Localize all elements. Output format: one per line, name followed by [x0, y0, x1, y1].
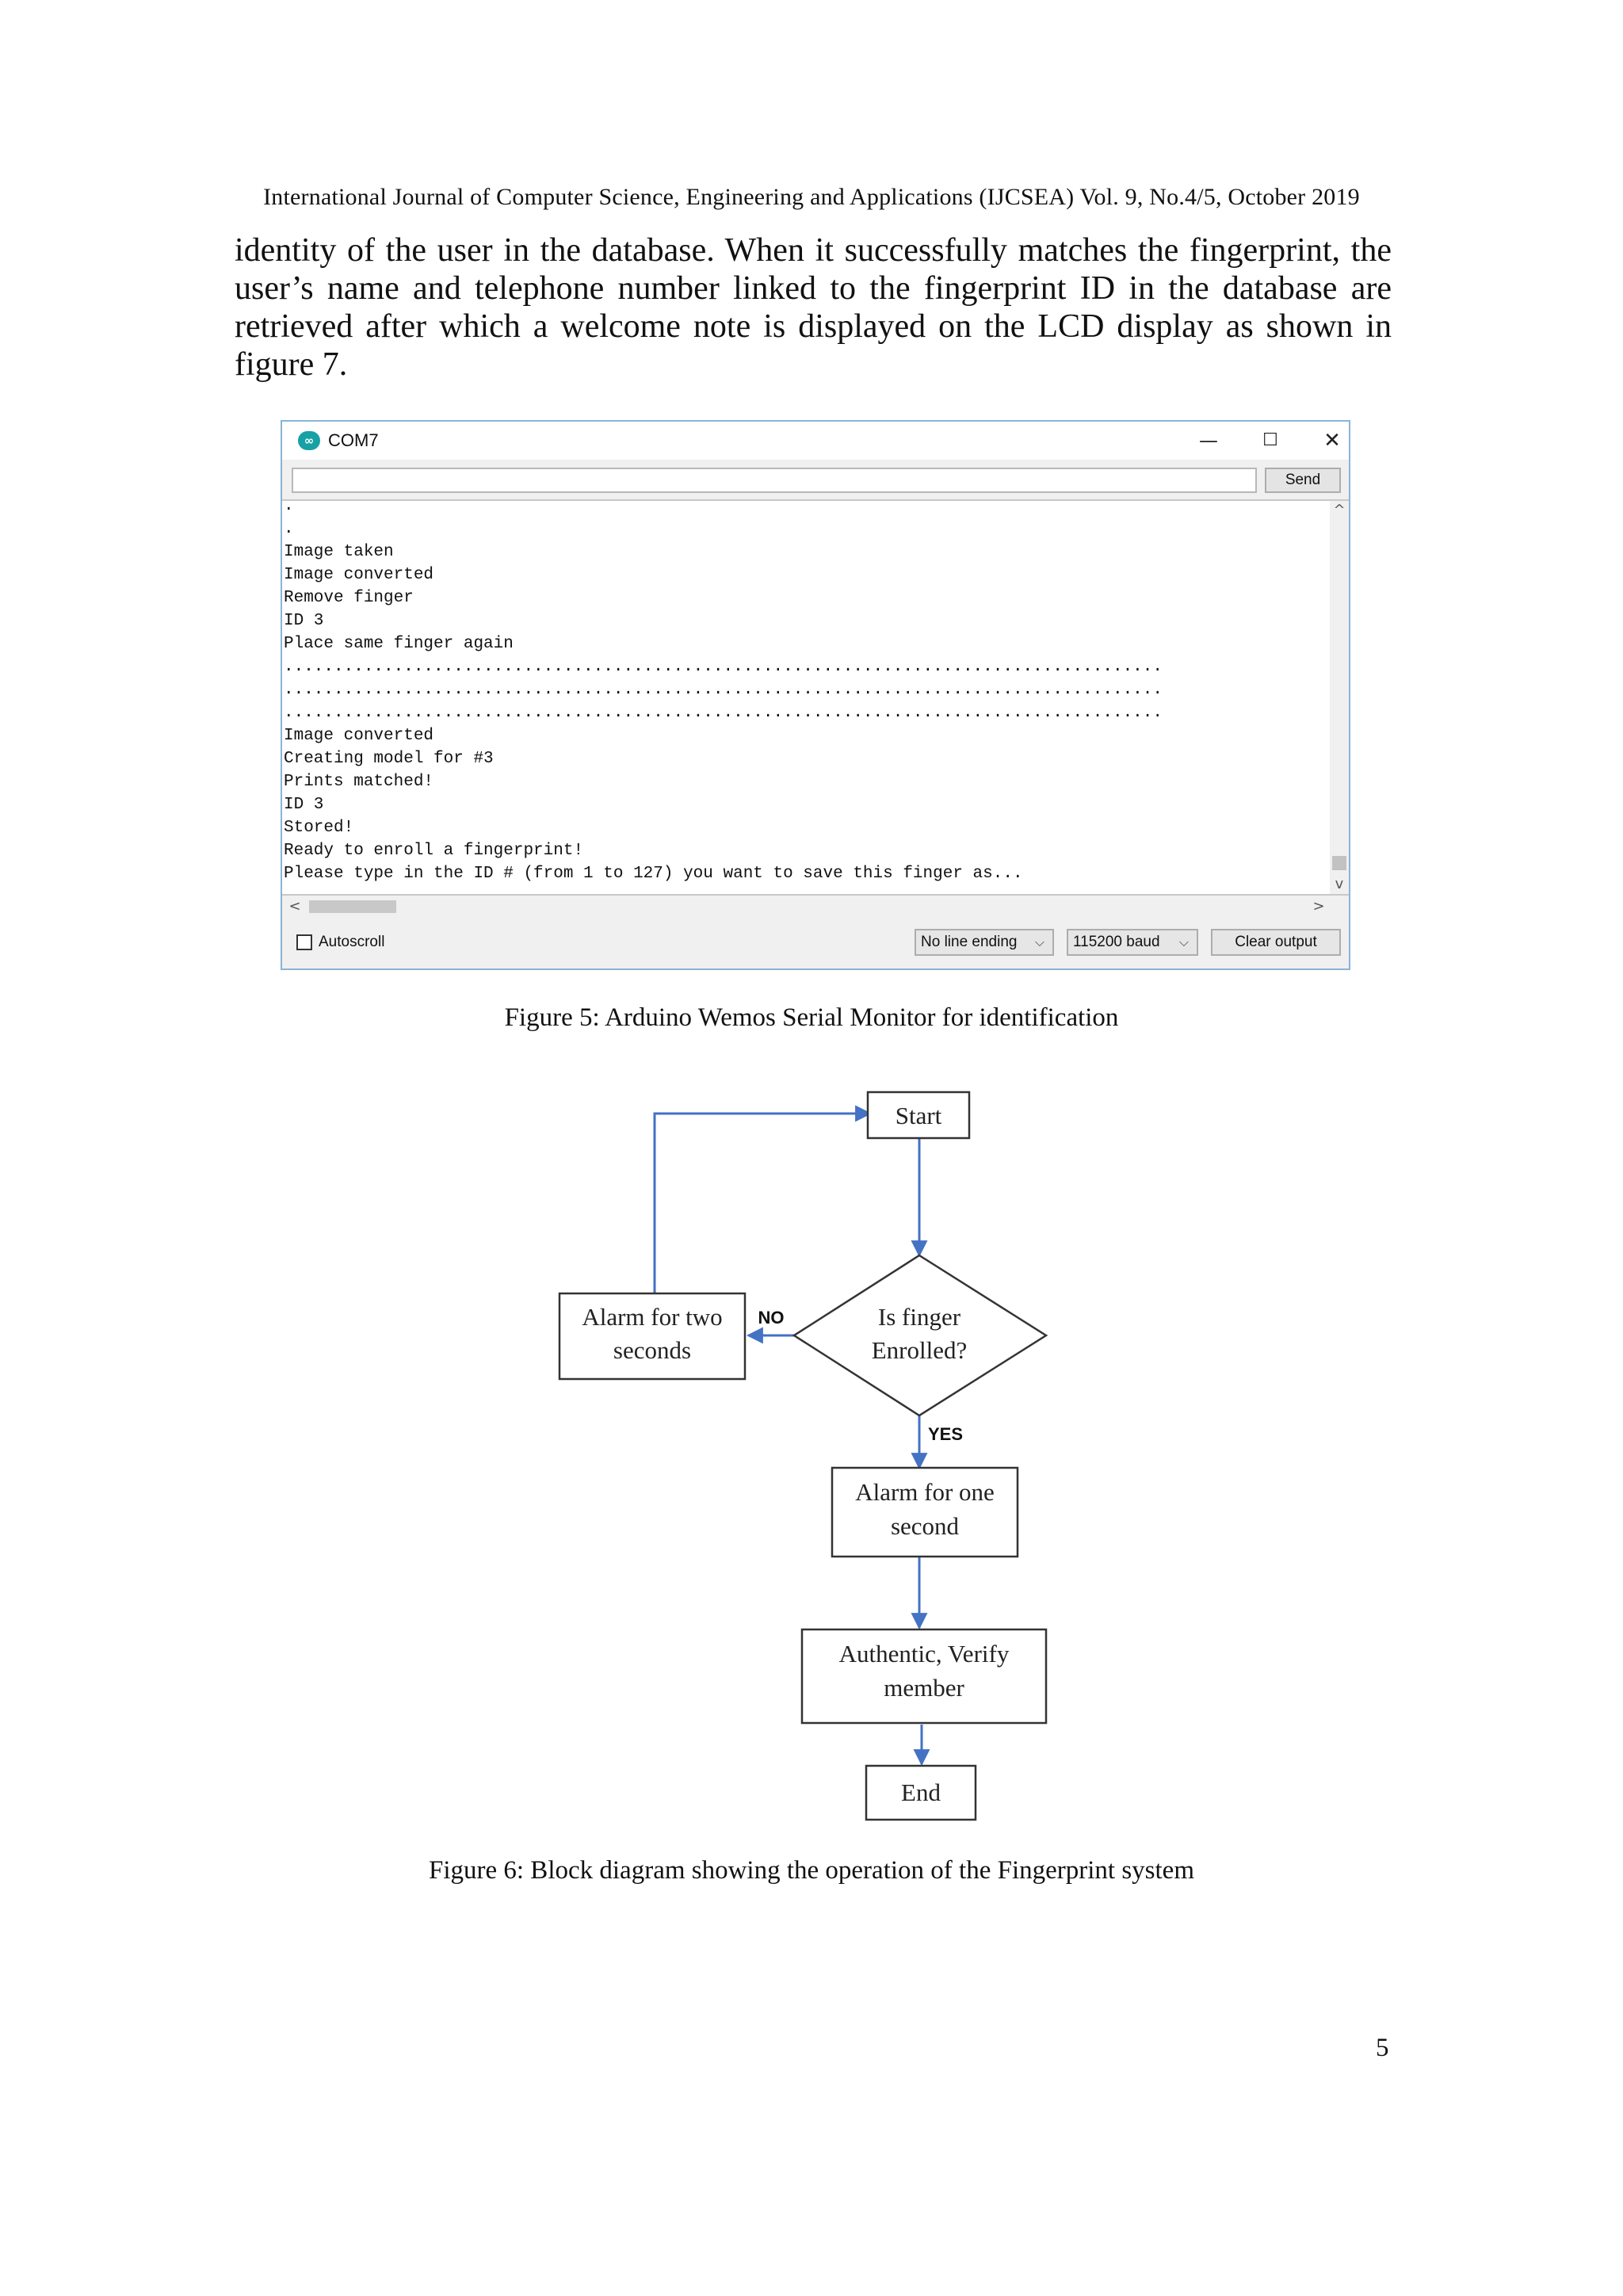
journal-header: International Journal of Computer Scienc… — [263, 184, 1360, 210]
edge-loop-to-start — [653, 1105, 873, 1293]
output-line: Please type in the ID # (from 1 to 127) … — [284, 865, 1023, 883]
title-bar: ∞ COM7 — ☐ ✕ — [282, 422, 1349, 460]
chevron-down-icon: ⌵ — [1034, 934, 1044, 949]
output-line: ID 3 — [284, 796, 324, 814]
clear-output-button[interactable]: Clear output — [1211, 929, 1341, 956]
close-icon[interactable]: ✕ — [1323, 429, 1341, 453]
line-ending-select[interactable]: No line ending ⌵ — [915, 929, 1054, 956]
output-line: Image converted — [284, 566, 434, 584]
output-line: Ready to enroll a fingerprint! — [284, 842, 584, 860]
scroll-left-icon[interactable]: < — [288, 898, 301, 915]
output-line: Stored! — [284, 819, 354, 837]
alarm-two-label-line-1: Alarm for two — [582, 1303, 722, 1331]
send-button[interactable]: Send — [1265, 468, 1341, 493]
output-line: . — [284, 499, 294, 515]
arduino-icon: ∞ — [298, 431, 320, 450]
baud-rate-value: 115200 baud — [1073, 934, 1160, 950]
output-line: . — [284, 520, 294, 538]
output-line: Creating model for #3 — [284, 750, 494, 768]
maximize-icon[interactable]: ☐ — [1262, 430, 1278, 450]
scroll-up-icon[interactable]: ^ — [1333, 502, 1346, 518]
output-line: Prints matched! — [284, 773, 434, 791]
output-line: Image converted — [284, 727, 434, 745]
output-line: ........................................… — [284, 658, 1163, 676]
start-node: Start — [866, 1091, 971, 1140]
alarm-two-label-line-2: seconds — [613, 1336, 691, 1364]
output-line: ID 3 — [284, 612, 324, 630]
autoscroll-checkbox[interactable] — [296, 934, 312, 950]
status-bar: Autoscroll No line ending ⌵ 115200 baud … — [282, 918, 1349, 968]
page-number: 5 — [1376, 2034, 1389, 2062]
start-label: Start — [896, 1102, 942, 1129]
verify-node: Authentic, Verify member — [800, 1628, 1048, 1725]
verify-label-line-2: member — [884, 1674, 964, 1702]
output-line: Image taken — [284, 543, 394, 561]
output-line: ........................................… — [284, 681, 1163, 699]
alarm-one-label-line-2: second — [891, 1512, 960, 1540]
scroll-right-icon[interactable]: > — [1312, 898, 1325, 915]
edge-label-yes: YES — [928, 1424, 963, 1444]
horizontal-scrollbar[interactable]: < > — [282, 896, 1330, 918]
alarm-one-node: Alarm for one second — [831, 1466, 1019, 1558]
scroll-down-icon[interactable]: v — [1335, 876, 1344, 892]
output-line: Place same finger again — [284, 635, 514, 653]
edge-label-no: NO — [758, 1308, 785, 1328]
decision-label-line-2: Enrolled? — [872, 1336, 968, 1364]
autoscroll-label: Autoscroll — [319, 934, 385, 950]
chevron-down-icon: ⌵ — [1178, 934, 1189, 949]
baud-rate-select[interactable]: 115200 baud ⌵ — [1067, 929, 1198, 956]
horizontal-scroll-thumb[interactable] — [309, 900, 396, 913]
output-line: Remove finger — [284, 589, 414, 607]
alarm-two-node: Alarm for two seconds — [558, 1292, 747, 1381]
verify-label-line-1: Authentic, Verify — [839, 1640, 1010, 1668]
decision-label-line-1: Is finger — [878, 1303, 961, 1331]
vertical-scrollbar[interactable]: ^ v — [1330, 499, 1349, 896]
decision-node: Is finger Enrolled? — [792, 1254, 1048, 1417]
output-line: ........................................… — [284, 704, 1163, 722]
alarm-one-label-line-1: Alarm for one — [855, 1478, 995, 1506]
body-paragraph: identity of the user in the database. Wh… — [235, 232, 1392, 383]
serial-input[interactable] — [292, 468, 1257, 493]
vertical-scroll-thumb[interactable] — [1332, 856, 1346, 870]
window-title: COM7 — [328, 430, 379, 450]
figure-5-caption: Figure 5: Arduino Wemos Serial Monitor f… — [504, 1003, 1119, 1032]
end-label: End — [901, 1778, 941, 1806]
minimize-icon[interactable]: — — [1199, 430, 1218, 452]
arduino-icon-glyph: ∞ — [304, 434, 315, 448]
end-node: End — [865, 1764, 977, 1821]
line-ending-value: No line ending — [921, 934, 1018, 950]
figure-6-caption: Figure 6: Block diagram showing the oper… — [428, 1856, 1194, 1885]
